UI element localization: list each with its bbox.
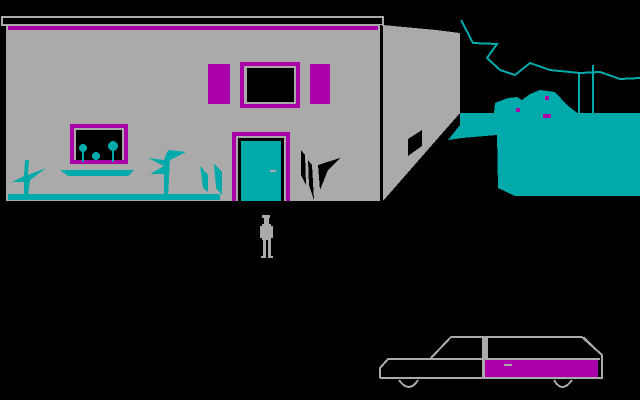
side-wall (383, 25, 460, 201)
car-rear-wheel (553, 379, 573, 388)
plants (8, 150, 222, 200)
wall-corner-line (380, 25, 382, 201)
dark-shrub (301, 150, 340, 200)
roof-trim (8, 26, 378, 30)
station-wagon[interactable] (379, 336, 603, 388)
car-front-wheel (398, 379, 419, 388)
flower-box (60, 170, 134, 176)
bush-flower (543, 114, 551, 118)
utility-pole (578, 73, 580, 128)
bush (494, 90, 580, 118)
utility-pole (592, 65, 594, 130)
lake (448, 113, 640, 196)
landscape (448, 19, 640, 196)
window-flowers (79, 141, 118, 162)
door-knob (270, 170, 276, 172)
bush-flower (516, 108, 520, 112)
roof-outline (1, 16, 384, 26)
car-door-handle (504, 364, 512, 366)
power-line (460, 19, 640, 81)
house (1, 16, 460, 201)
car-rear-panel (485, 359, 598, 378)
upper-window-glass (247, 68, 294, 102)
shutter-left (208, 64, 230, 104)
shutter-right (310, 64, 330, 104)
player-character[interactable] (260, 215, 273, 258)
side-vent (408, 130, 422, 156)
bush-flower (545, 96, 549, 100)
side-wall-shadow (387, 117, 458, 200)
